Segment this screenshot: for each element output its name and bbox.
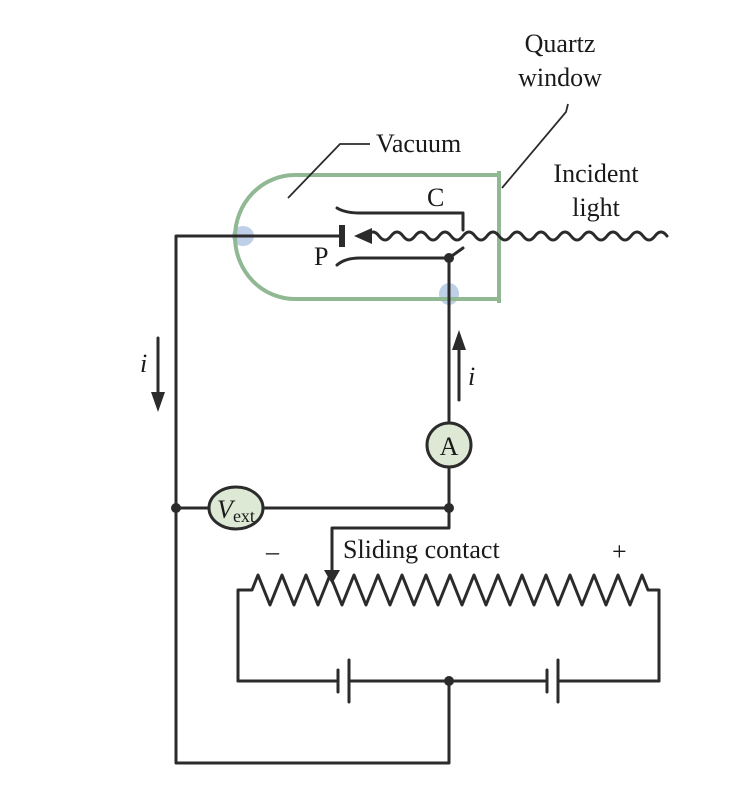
incident-label-line2: light — [572, 193, 620, 222]
photoelectric-plate — [339, 225, 345, 247]
current-label-left: i — [140, 349, 147, 378]
current-arrow-left-head — [151, 392, 165, 412]
potentiometer-resistor — [236, 573, 661, 683]
collector-electrode — [335, 206, 465, 232]
voltmeter — [207, 485, 265, 531]
vacuum-label: Vacuum — [376, 129, 461, 158]
voltmeter-label: Vext — [217, 495, 255, 526]
vacuum-leader-line — [287, 143, 370, 199]
voltmeter-label-sub: ext — [233, 506, 255, 526]
node-left — [171, 503, 181, 513]
collector-label: C — [427, 183, 444, 212]
current-label-right: i — [468, 362, 475, 391]
minus-label: – — [265, 537, 280, 566]
incident-label-line1: Incident — [553, 159, 639, 188]
collector-lower-plate — [335, 246, 465, 267]
voltmeter-label-main: V — [217, 495, 236, 524]
plus-label: + — [612, 537, 627, 566]
left-wire — [174, 234, 451, 765]
light-arrowhead — [354, 228, 372, 244]
ammeter — [425, 421, 473, 469]
quartz-label-line1: Quartz — [525, 29, 596, 58]
plate-label: P — [314, 242, 328, 271]
ammeter-label: A — [440, 432, 459, 461]
sliding-contact-label: Sliding contact — [343, 535, 500, 564]
right-wire-bottom — [330, 465, 451, 577]
incident-light-wave — [365, 230, 669, 242]
quartz-leader-line — [501, 103, 569, 189]
node-right — [444, 503, 454, 513]
current-arrow-right-head — [452, 330, 466, 350]
quartz-label-line2: window — [518, 63, 602, 92]
node-collector — [444, 253, 454, 263]
